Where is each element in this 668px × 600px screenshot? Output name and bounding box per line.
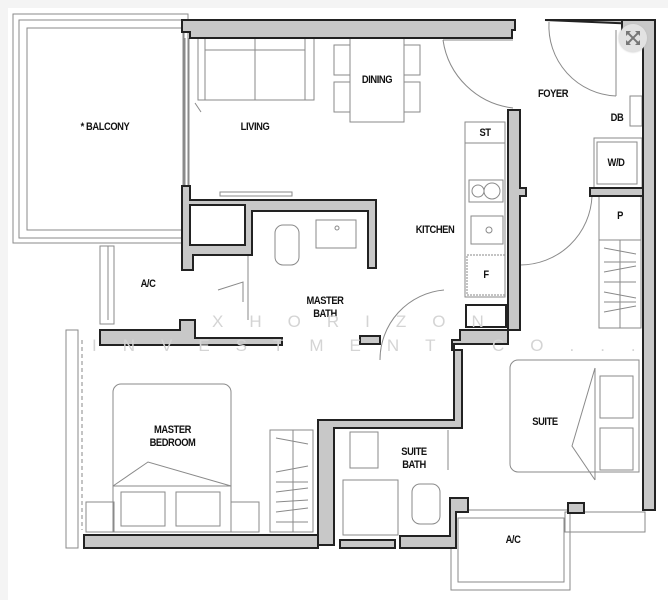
room-label-dining: DINING bbox=[361, 74, 393, 86]
master-bedroom-line-1: MASTER bbox=[154, 424, 191, 436]
room-label-pantry: P bbox=[617, 210, 623, 222]
room-label-db: DB bbox=[610, 112, 624, 124]
master-bath-line-2: BATH bbox=[313, 308, 337, 320]
room-label-fridge: F bbox=[483, 269, 489, 281]
kitchen-counter bbox=[464, 121, 506, 298]
room-label-ac-left: A/C bbox=[140, 278, 156, 290]
balcony-outline bbox=[12, 13, 189, 244]
room-label-foyer: FOYER bbox=[537, 88, 569, 100]
watermark-line-1: XHORIZON bbox=[212, 312, 510, 331]
master-bedroom-line-2: BEDROOM bbox=[149, 437, 196, 449]
master-bath-toilet bbox=[274, 224, 300, 266]
room-label-ac-bottom: A/C bbox=[505, 534, 521, 546]
floor-plan-viewer bbox=[8, 8, 668, 600]
master-bed bbox=[112, 383, 232, 533]
room-label-wd: W/D bbox=[607, 157, 625, 169]
room-label-master-bath: MASTER BATH bbox=[300, 295, 351, 321]
suite-bath-line-1: SUITE bbox=[401, 446, 427, 458]
room-label-master-bedroom: MASTER BEDROOM bbox=[141, 424, 205, 450]
room-label-suite: SUITE bbox=[532, 416, 558, 428]
room-label-suite-bath: SUITE BATH bbox=[395, 446, 432, 472]
structural-walls bbox=[83, 19, 656, 549]
entrance-door-swing bbox=[442, 39, 514, 109]
suite-bath-sink bbox=[349, 431, 379, 469]
room-label-balcony: * BALCONY bbox=[80, 121, 130, 133]
sofa bbox=[197, 34, 315, 101]
master-bath-line-1: MASTER bbox=[306, 295, 344, 307]
expand-arrows-icon bbox=[626, 31, 640, 45]
expand-button[interactable] bbox=[619, 24, 647, 52]
room-label-living: LIVING bbox=[240, 121, 270, 133]
suite-bath-line-2: BATH bbox=[402, 459, 426, 471]
room-label-kitchen: KITCHEN bbox=[415, 224, 455, 236]
suite-bed bbox=[509, 359, 640, 473]
watermark-line-2: INVESTMENT CO... bbox=[92, 336, 662, 355]
room-label-st: ST bbox=[479, 127, 491, 139]
